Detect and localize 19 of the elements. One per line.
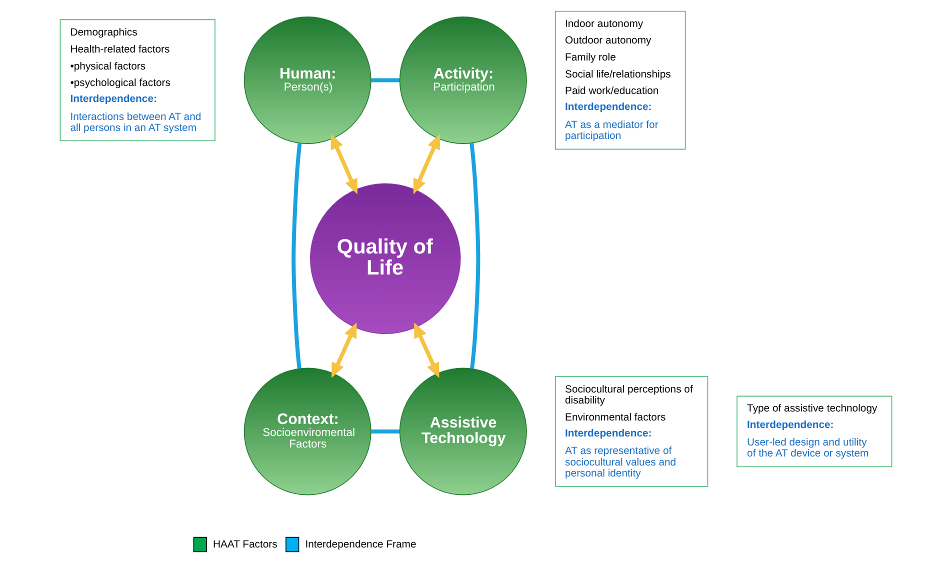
node-box: Sociocultural perceptions of disability Environmental factors Interdependence: AT as representative of sociocultural values and personal identity — [554, 376, 708, 487]
node-box: Demographics Health-related factors •physical factors •psychological factors Interdependence: Interactions between AT and all persons in an AT system — [59, 19, 215, 142]
node-circle: Quality of Life — [310, 183, 460, 334]
connector — [469, 142, 480, 369]
legend-label: Interdependence Frame — [304, 539, 416, 550]
node-circle: Human: Person(s) — [243, 16, 371, 144]
legend-label: HAAT Factors — [212, 539, 277, 550]
node-box: Indoor autonomy Outdoor autonomy Family role Social life/relationships Paid work/education Interdependence: AT as a mediator for participation — [554, 10, 686, 150]
arrow — [330, 134, 357, 194]
connector — [370, 429, 400, 434]
connector — [370, 78, 400, 82]
arrow — [331, 322, 356, 378]
connector — [291, 142, 302, 369]
node-box: Type of assistive technology Interdependence: User-led design and utility of the AT device or system — [736, 396, 892, 468]
arrow — [414, 322, 439, 378]
node-circle: Assistive Technology — [398, 368, 526, 496]
arrow — [412, 134, 440, 194]
node-circle: Activity: Participation — [398, 16, 526, 144]
node-circle: Context: Socioenviromental Factors — [243, 368, 371, 496]
